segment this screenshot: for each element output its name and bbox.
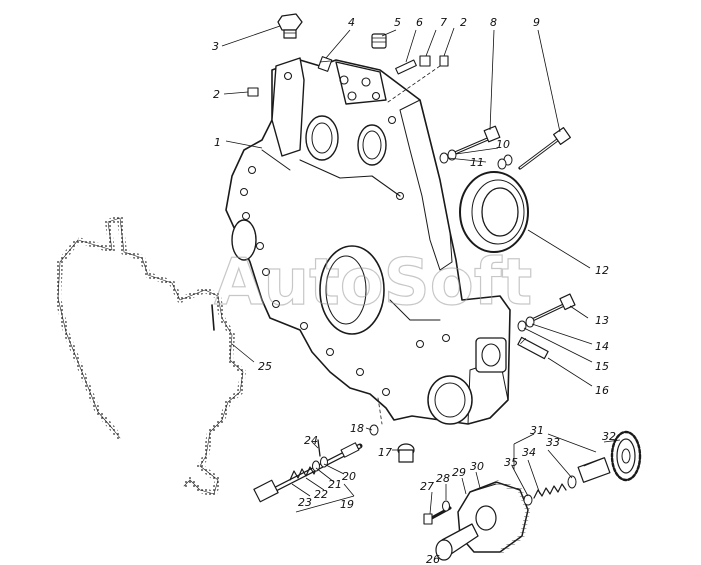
washer-part-21 <box>312 460 320 472</box>
plug-part-3 <box>277 13 303 39</box>
callout-13: 13 <box>595 314 609 327</box>
washer-part-15 <box>517 320 527 332</box>
callout-9: 9 <box>533 16 540 29</box>
timing-gear-housing-part-1 <box>225 57 511 425</box>
callout-labels: 1 2 2 7 3 4 5 6 8 9 10 11 12 13 14 15 16… <box>212 16 616 565</box>
watermark-text: AutoSoft <box>214 246 532 320</box>
bolt-part-13 <box>526 293 576 324</box>
callout-19: 19 <box>340 498 354 511</box>
callout-20: 20 <box>342 470 356 483</box>
nut-part-7 <box>419 55 431 67</box>
callout-15: 15 <box>595 360 609 373</box>
callout-3: 3 <box>212 40 219 53</box>
washer-part-14 <box>525 316 535 328</box>
callout-11: 11 <box>470 156 484 169</box>
callout-31: 31 <box>530 424 544 437</box>
spring-part-22 <box>289 464 319 481</box>
housing-bolt-holes <box>240 116 450 396</box>
callout-27: 27 <box>420 480 434 493</box>
washer-part-18 <box>369 424 379 436</box>
callout-4: 4 <box>348 16 355 29</box>
callout-26: 26 <box>426 553 440 565</box>
callout-10: 10 <box>496 138 510 151</box>
oil-seal-part-12 <box>459 171 529 253</box>
callout-1: 1 <box>214 136 221 149</box>
callout-29: 29 <box>452 466 466 479</box>
callout-30: 30 <box>470 460 484 473</box>
washer-part-11 <box>439 152 507 170</box>
callout-33: 33 <box>546 436 560 449</box>
collar-part-33 <box>567 475 577 489</box>
callout-24: 24 <box>304 434 318 447</box>
gasket-part-29 <box>469 483 497 493</box>
stud-part-16 <box>517 336 549 360</box>
callout-28: 28 <box>436 472 450 485</box>
callout-22: 22 <box>314 488 328 501</box>
callout-17: 17 <box>378 446 392 459</box>
valve-assembly-part-19 <box>253 439 363 503</box>
gear-shaft-part-31 <box>577 457 611 483</box>
callout-18: 18 <box>350 422 364 435</box>
callout-32: 32 <box>602 430 616 443</box>
gear-part-32 <box>610 430 642 482</box>
bolt-part-6 <box>395 59 417 75</box>
washer-part-28 <box>442 500 450 512</box>
pin-part-2-top <box>439 55 449 67</box>
callout-5: 5 <box>394 16 401 29</box>
idler-washer-part-35 <box>523 494 533 506</box>
callout-35: 35 <box>504 456 518 469</box>
callout-2-left: 2 <box>213 88 220 101</box>
shaft-part-26 <box>435 523 479 561</box>
bolt-part-9 <box>518 127 571 170</box>
leader-lines <box>221 25 621 515</box>
callout-16: 16 <box>595 384 609 397</box>
plug-part-5 <box>371 33 387 49</box>
callout-25: 25 <box>258 360 272 373</box>
callout-6: 6 <box>416 16 423 29</box>
callout-2-top-right: 2 <box>460 16 467 29</box>
gasket-part-25 <box>55 215 246 497</box>
pin-part-24 <box>317 439 321 457</box>
pin-part-2-left <box>247 87 259 97</box>
callout-34: 34 <box>522 446 536 459</box>
callout-21: 21 <box>328 478 342 491</box>
callout-7-dup: 7 <box>440 16 447 29</box>
plug-part-17 <box>397 443 415 463</box>
stud-part-4 <box>317 56 333 72</box>
callout-8: 8 <box>490 16 497 29</box>
callout-12: 12 <box>595 264 609 277</box>
callout-23: 23 <box>298 496 312 509</box>
callout-14: 14 <box>595 340 609 353</box>
